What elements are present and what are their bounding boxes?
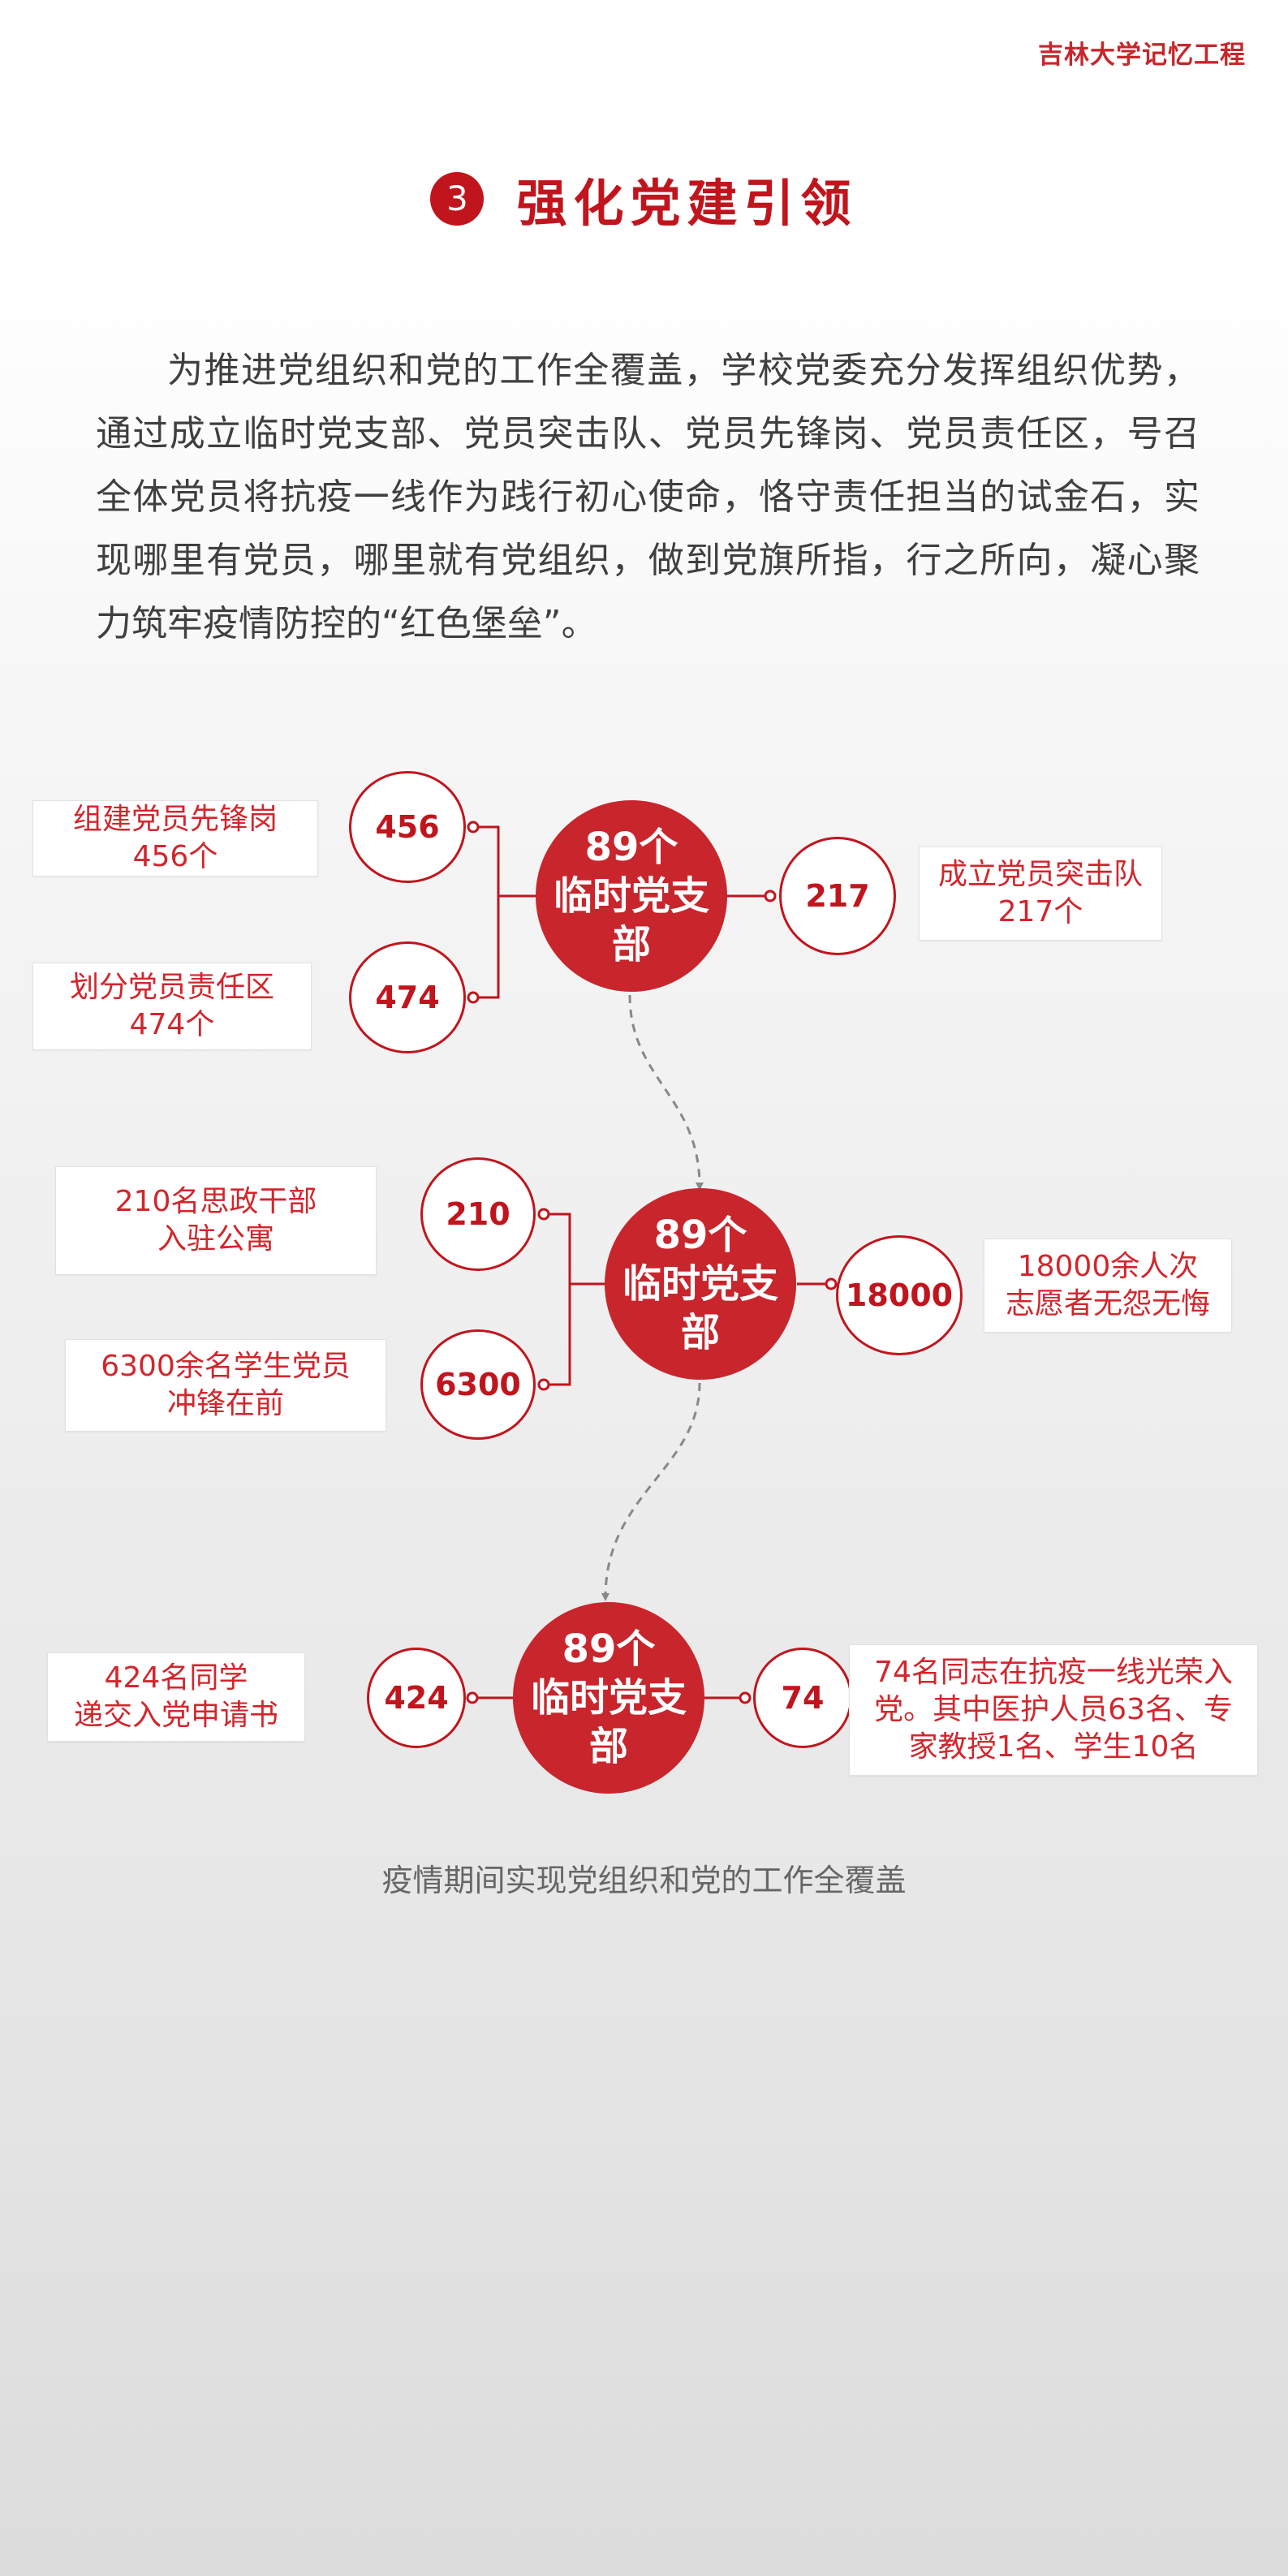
brand-title: 吉林大学记忆工程: [1038, 41, 1246, 70]
value-circle-18000: 18000: [836, 1235, 963, 1355]
label-vanguard-posts: 组建党员先锋岗 456个: [32, 800, 318, 877]
label-political-cadres: 210名思政干部 入驻公寓: [55, 1166, 377, 1275]
value-circle-210: 210: [420, 1157, 536, 1271]
hub-circle-branch-3: 89个 临时党支部: [513, 1602, 704, 1794]
label-party-applications: 424名同学 递交入党申请书: [47, 1652, 305, 1742]
label-new-members: 74名同志在抗疫一线光荣入 党。其中医护人员63名、专 家教授1名、学生10名: [849, 1644, 1258, 1776]
value-circle-6300: 6300: [420, 1329, 536, 1440]
value-circle-456: 456: [349, 771, 466, 883]
value-circle-217: 217: [779, 837, 896, 955]
intro-paragraph: 为推进党组织和党的工作全覆盖，学校党委充分发挥组织优势，通过成立临时党支部、党员…: [96, 350, 1200, 644]
value-circle-424: 424: [367, 1648, 466, 1748]
section-heading: 3 强化党建引领: [0, 162, 1288, 235]
value-circle-74: 74: [753, 1648, 852, 1748]
label-responsibility-zones: 划分党员责任区 474个: [32, 963, 312, 1050]
value-circle-474: 474: [349, 941, 466, 1053]
section-title: 强化党建引领: [516, 174, 858, 233]
hub-circle-branch-1: 89个 临时党支部: [536, 800, 727, 992]
section-number-badge: 3: [430, 172, 485, 226]
hub-circle-branch-2: 89个 临时党支部: [605, 1188, 796, 1380]
label-student-members: 6300余名学生党员 冲锋在前: [65, 1339, 386, 1432]
figure-caption: 疫情期间实现党组织和党的工作全覆盖: [381, 1863, 907, 1898]
label-volunteers: 18000余人次 志愿者无怨无悔: [984, 1238, 1232, 1333]
label-commando-teams: 成立党员突击队 217个: [919, 846, 1162, 941]
